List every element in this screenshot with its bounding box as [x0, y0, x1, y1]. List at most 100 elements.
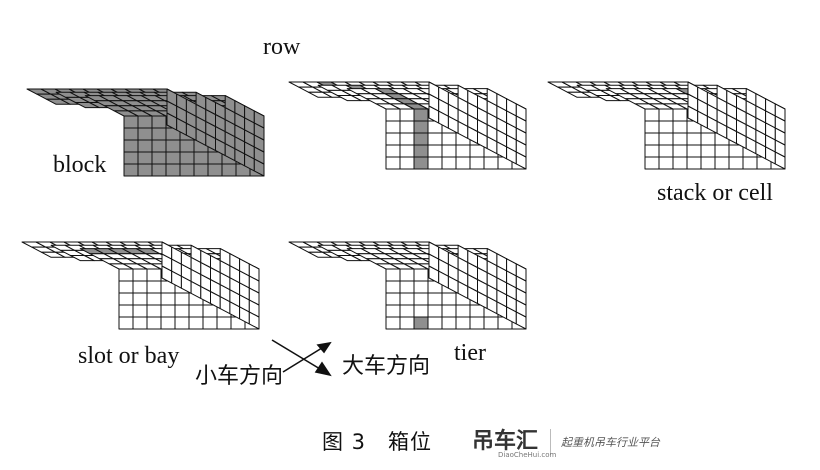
container-front — [221, 163, 237, 177]
container-front — [672, 132, 688, 146]
direction-arrows — [271, 339, 332, 377]
container-front — [146, 280, 162, 294]
container-front — [427, 304, 443, 318]
container-front — [455, 144, 471, 158]
container-front — [385, 108, 401, 122]
container-front — [174, 292, 190, 306]
container-front — [118, 268, 134, 282]
container-front — [469, 144, 485, 158]
container-front — [151, 163, 167, 177]
container-side — [774, 103, 786, 122]
container-front — [160, 304, 176, 318]
container-front — [123, 151, 139, 165]
container-front — [165, 163, 181, 177]
gantry-arrowhead — [316, 341, 332, 354]
container-front — [385, 156, 401, 170]
container-front — [441, 304, 457, 318]
container-front — [413, 108, 429, 122]
container-front — [427, 144, 443, 158]
container-front — [441, 292, 457, 306]
container-front — [658, 156, 674, 170]
container-front — [174, 304, 190, 318]
container-front — [137, 127, 153, 141]
container-front — [160, 292, 176, 306]
container-front — [146, 268, 162, 282]
container-front — [202, 316, 218, 330]
container-front — [207, 151, 223, 165]
container-front — [174, 316, 190, 330]
trolley-arrowhead — [314, 361, 332, 377]
container-front — [413, 316, 429, 330]
container-front — [123, 139, 139, 153]
container-front — [672, 144, 688, 158]
container-front — [165, 151, 181, 165]
container-front — [728, 144, 744, 158]
container-front — [160, 316, 176, 330]
container-front — [193, 151, 209, 165]
container-front — [700, 156, 716, 170]
container-front — [658, 108, 674, 122]
container-front — [385, 316, 401, 330]
trolley-direction-label: 小车方向 — [195, 364, 284, 389]
container-front — [714, 156, 730, 170]
container-front — [202, 304, 218, 318]
container-front — [469, 156, 485, 170]
container-front — [399, 316, 415, 330]
container-front — [399, 280, 415, 294]
container-front — [672, 108, 688, 122]
container-front — [427, 292, 443, 306]
container-front — [118, 280, 134, 294]
container-front — [686, 132, 702, 146]
container-front — [137, 115, 153, 129]
label-block: block — [53, 152, 107, 178]
watermark-subtext: DiaoCheHui.com — [498, 451, 557, 459]
container-front — [146, 316, 162, 330]
container-front — [137, 163, 153, 177]
container-front — [179, 139, 195, 153]
container-front — [700, 132, 716, 146]
label-row: row — [263, 34, 301, 60]
container-front — [193, 163, 209, 177]
container-front — [686, 156, 702, 170]
container-front — [179, 151, 195, 165]
container-front — [151, 115, 167, 129]
container-front — [644, 108, 660, 122]
container-front — [146, 304, 162, 318]
container-front — [179, 163, 195, 177]
container-front — [441, 316, 457, 330]
container-front — [728, 156, 744, 170]
container-front — [413, 280, 429, 294]
container-front — [672, 156, 688, 170]
container-front — [413, 292, 429, 306]
container-front — [455, 304, 471, 318]
container-front — [207, 163, 223, 177]
label-slot: slot or bay — [78, 343, 180, 369]
container-front — [399, 144, 415, 158]
watermark-logo: 吊车汇 — [472, 429, 539, 454]
container-front — [151, 127, 167, 141]
watermark: 吊车汇 DiaoCheHui.com 起重机吊车行业平台 — [452, 420, 772, 464]
container-front — [188, 304, 204, 318]
container-front — [413, 304, 429, 318]
container-front — [165, 139, 181, 153]
container-front — [413, 132, 429, 146]
container-front — [483, 316, 499, 330]
container-front — [385, 268, 401, 282]
container-front — [151, 151, 167, 165]
container-front — [427, 132, 443, 146]
container-front — [123, 163, 139, 177]
container-front — [455, 156, 471, 170]
container-front — [441, 156, 457, 170]
container-front — [118, 292, 134, 306]
container-front — [644, 144, 660, 158]
watermark-separator — [550, 429, 552, 455]
container-side — [248, 263, 260, 282]
container-front — [413, 144, 429, 158]
gantry-direction-label: 大车方向 — [342, 354, 431, 379]
container-front — [123, 127, 139, 141]
container-front — [427, 156, 443, 170]
container-front — [644, 120, 660, 134]
slot-panel — [21, 241, 260, 330]
container-front — [644, 132, 660, 146]
